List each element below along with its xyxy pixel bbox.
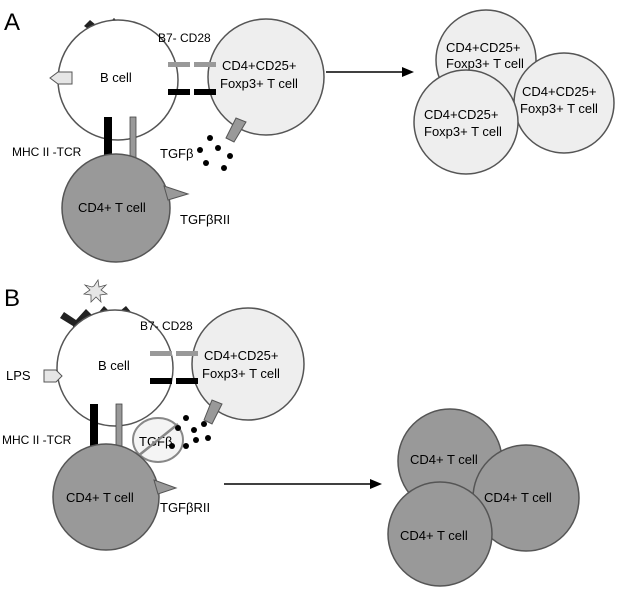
- treg-tgfb-spike-icon: [225, 117, 247, 143]
- cd4-t-cell-a: [61, 153, 171, 263]
- treg-label-line2-a: Foxp3+ T cell: [220, 76, 298, 91]
- arrow-a-head-icon: [402, 67, 414, 77]
- panel-b-letter: B: [4, 285, 20, 312]
- cd28-bar-bottom-right-a: [194, 89, 216, 95]
- b7-bar-top-left-b: [150, 351, 172, 356]
- cd4-t-cell-b: [52, 443, 160, 551]
- lps-label: LPS: [6, 368, 31, 383]
- b7-cd28-label-b: B7- CD28: [140, 319, 193, 333]
- treg-tgfb-spike-icon-b: [203, 399, 223, 425]
- tgfbrii-receptor-icon-a: [163, 185, 190, 201]
- tgfbrii-label-b: TGFβRII: [160, 500, 210, 515]
- lps-receptor-icon: [43, 369, 63, 383]
- mhc-tcr-label-b: MHC II -TCR: [2, 433, 72, 447]
- b-cell-b: [56, 309, 174, 427]
- tcr-bar-a: [129, 116, 137, 162]
- result-cd4-3-label: CD4+ T cell: [400, 528, 468, 543]
- cd28-bar-top-right-b: [176, 351, 198, 356]
- b-cell-label-b: B cell: [98, 358, 130, 373]
- treg-label-line1-b: CD4+CD25+: [204, 348, 278, 363]
- lps-star-icon: [82, 278, 109, 304]
- cd4-label-b: CD4+ T cell: [66, 490, 134, 505]
- arrow-b-head-icon: [370, 479, 382, 489]
- tgfbrii-receptor-icon-b: [153, 479, 178, 495]
- tgfbrii-label-a: TGFβRII: [180, 212, 230, 227]
- treg-label-line1-a: CD4+CD25+: [222, 58, 296, 73]
- result-treg-cell-3: [413, 69, 519, 175]
- b-cell-label-a: B cell: [100, 70, 132, 85]
- result-treg-2-line1: CD4+CD25+: [522, 84, 596, 99]
- result-treg-1-line1: CD4+CD25+: [446, 40, 520, 55]
- b7-cd28-label-a: B7- CD28: [158, 31, 211, 45]
- cd28-bar-bottom-right-b: [176, 378, 198, 384]
- cd4-label-a: CD4+ T cell: [78, 200, 146, 215]
- tgfb-label-a: TGFβ: [160, 146, 193, 161]
- result-treg-2-line2: Foxp3+ T cell: [520, 101, 598, 116]
- result-treg-3-line1: CD4+CD25+: [424, 107, 498, 122]
- mhc-bar-a: [104, 117, 112, 161]
- cd28-bar-top-right-a: [194, 62, 216, 67]
- result-cd4-cell-3: [387, 481, 493, 587]
- mhc-tcr-label-a: MHC II -TCR: [12, 145, 82, 159]
- mhc-bar-b: [90, 404, 98, 454]
- panel-a-letter: A: [4, 9, 20, 36]
- result-treg-1-line2: Foxp3+ T cell: [446, 56, 524, 71]
- b7-bar-top-left-a: [168, 62, 190, 67]
- tgfb-dots-b: [169, 415, 211, 449]
- b-cell-receptor-icon: [49, 71, 73, 85]
- result-cd4-2-label: CD4+ T cell: [484, 490, 552, 505]
- tgfb-block-slash-icon: [137, 423, 179, 457]
- tgfb-dots-a: [197, 135, 233, 171]
- b7-bar-bottom-left-b: [150, 378, 172, 384]
- b7-bar-bottom-left-a: [168, 89, 190, 95]
- result-cd4-1-label: CD4+ T cell: [410, 452, 478, 467]
- antibody-left-icon: [60, 309, 92, 336]
- treg-cell-b: [191, 307, 305, 421]
- treg-cell-a: [207, 18, 325, 136]
- result-treg-3-line2: Foxp3+ T cell: [424, 124, 502, 139]
- treg-label-line2-b: Foxp3+ T cell: [202, 366, 280, 381]
